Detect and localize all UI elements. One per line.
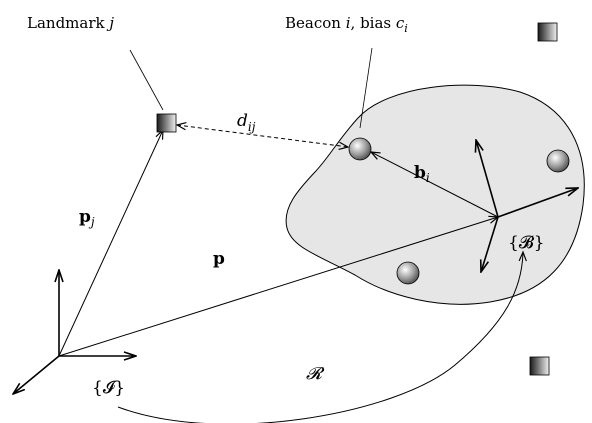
landmark-square-bottom-right	[529, 356, 550, 376]
beacon-right	[546, 149, 570, 173]
p-label: p	[213, 249, 225, 269]
beacon-label: Beacon i, bias ci	[285, 14, 408, 35]
vector-pj	[58, 130, 163, 357]
landmark-j-square	[156, 113, 177, 133]
rotation-label: 𝓡	[306, 364, 325, 384]
rotation-arc	[117, 252, 523, 423]
landmark-leader-line	[129, 49, 164, 111]
landmark-label: Landmark j	[27, 14, 114, 32]
vector-p	[58, 217, 498, 357]
body-frame-label: {𝓑}	[508, 233, 545, 253]
inertial-frame-axes	[13, 270, 136, 394]
beacon-bottom	[396, 261, 420, 285]
distance-dij	[177, 125, 348, 147]
bi-label: bi	[414, 163, 430, 185]
landmark-square-top-right	[537, 22, 558, 42]
vector-bi	[371, 152, 499, 218]
rigid-body-region	[285, 84, 585, 305]
beacon-leader-line	[359, 47, 373, 129]
beacon-i	[348, 137, 372, 161]
body-frame-axes	[476, 140, 578, 272]
inertial-frame-label: {𝓘}	[92, 378, 125, 398]
distance-label: dij	[237, 111, 256, 134]
pj-label: pj	[79, 207, 95, 229]
